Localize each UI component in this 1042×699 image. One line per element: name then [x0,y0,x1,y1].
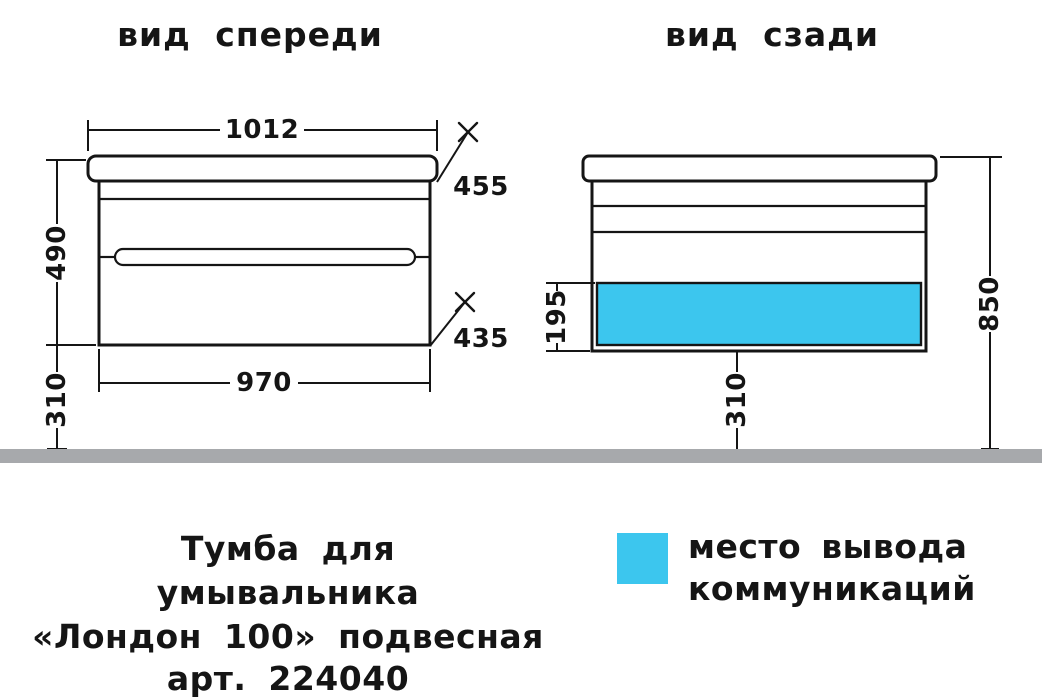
back-countertop [581,154,938,183]
dim-label-310-front: 310 [42,372,72,428]
dim-label-195: 195 [542,289,572,345]
dim-body-height: 490 [42,159,86,345]
front-cabinet-body [97,179,432,347]
x-marker [457,121,479,143]
dim-total-height: 850 [940,156,1005,450]
dim-label-1012: 1012 [225,115,299,145]
dim-label-490: 490 [42,225,72,281]
dim-label-970: 970 [236,368,292,398]
legend-color-swatch [617,533,668,584]
caption-line-3: «Лондон 100» подвесная [32,617,544,656]
caption-article-number: арт. 224040 [167,659,409,698]
dim-width-top: 1012 [87,115,438,151]
dim-label-455: 455 [453,172,509,202]
legend-label-line-2: коммуникаций [688,569,976,608]
front-view: вид спереди 1012 970 [42,15,509,450]
product-caption: Тумба для умывальника «Лондон 100» подве… [32,529,544,698]
dim-floor-gap-back: 310 [722,350,752,449]
back-view-title: вид сзади [665,15,879,54]
legend-label-line-1: место вывода [688,527,967,566]
caption-line-1: Тумба для [181,529,395,568]
legend: место вывода коммуникаций [617,527,976,608]
dim-width-bottom: 970 [98,349,431,398]
caption-line-2: умывальника [157,573,420,612]
floor-line [0,449,1042,463]
dim-cutout-height: 195 [542,282,595,352]
x-marker [454,291,476,313]
callout-455: 455 [436,121,509,202]
back-view: вид сзади 195 310 850 [542,15,1005,450]
dim-label-310-back: 310 [722,372,752,428]
front-view-title: вид спереди [117,15,383,54]
dim-floor-gap-front: 310 [42,344,96,450]
drawer-handle-slot [113,247,417,267]
front-countertop [86,154,439,183]
callout-435: 435 [429,291,509,354]
dim-label-435: 435 [453,324,509,354]
leader-line [436,131,469,183]
dim-label-850: 850 [975,276,1005,332]
communications-cutout-area [595,281,923,347]
